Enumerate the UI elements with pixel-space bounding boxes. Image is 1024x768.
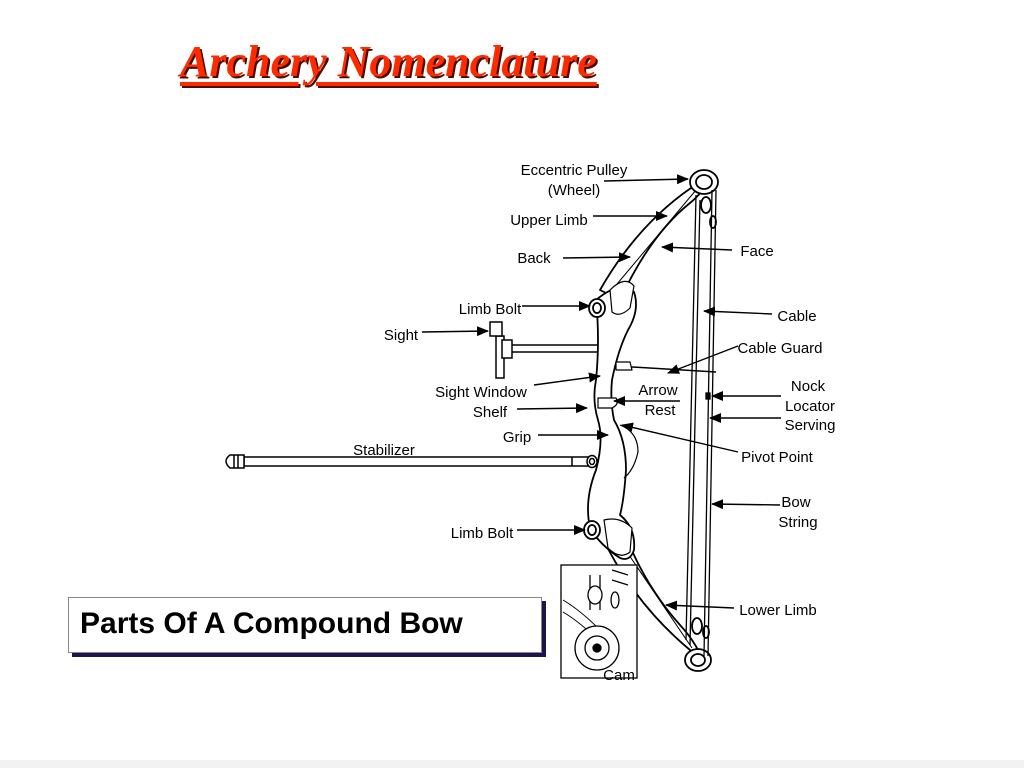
label-shelf: Shelf [473,404,508,421]
label-eccentric-pulley-sub: (Wheel) [548,182,601,199]
label-eccentric-pulley: Eccentric Pulley [521,162,628,179]
label-lower-limb: Lower Limb [739,602,817,619]
arrow-lower-limb [665,600,735,611]
label-limb-bolt-lower: Limb Bolt [451,525,514,542]
label-string: String [778,514,817,531]
label-stabilizer: Stabilizer [353,442,415,459]
bowstring [685,189,717,657]
label-locator: Locator [785,398,835,415]
arrow-face [661,242,733,253]
label-rest: Rest [645,402,677,419]
label-cable-guard: Cable Guard [737,340,822,357]
cam-inset [560,564,638,679]
bottom-bar [0,760,1024,768]
sight-assembly [489,321,599,379]
label-nock: Nock [791,378,826,395]
arrow-eccentric-pulley [603,174,689,185]
label-back: Back [517,250,551,267]
arrow-cable [703,306,773,317]
label-grip: Grip [503,429,531,446]
arrow-sight [421,326,489,337]
label-serving: Serving [785,417,836,434]
label-upper-limb: Upper Limb [510,212,588,229]
label-cable: Cable [777,308,816,325]
label-bow: Bow [781,494,810,511]
label-sight-window: Sight Window [435,384,527,401]
label-limb-bolt-upper: Limb Bolt [459,301,522,318]
arrow-sight-window [533,372,601,386]
arrow-bow-string [711,499,781,510]
subtitle: Parts Of A Compound Bow [80,607,463,640]
part-labels: Eccentric Pulley (Wheel) Upper Limb Back… [353,162,835,684]
label-pivot-point: Pivot Point [741,449,814,466]
pointer-arrows [349,174,781,611]
label-sight: Sight [384,327,419,344]
page-title: Archery Nomenclature [180,37,597,86]
arrow-back [562,252,631,263]
arrow-shelf [516,403,588,414]
arrow-pivot-point [621,422,739,453]
subtitle-box: Parts Of A Compound Bow [68,597,542,653]
label-cam: Cam [603,667,635,684]
label-face: Face [740,243,773,260]
label-arrow: Arrow [638,382,677,399]
arrow-cable-guard [667,345,739,374]
bow-body [583,169,719,672]
